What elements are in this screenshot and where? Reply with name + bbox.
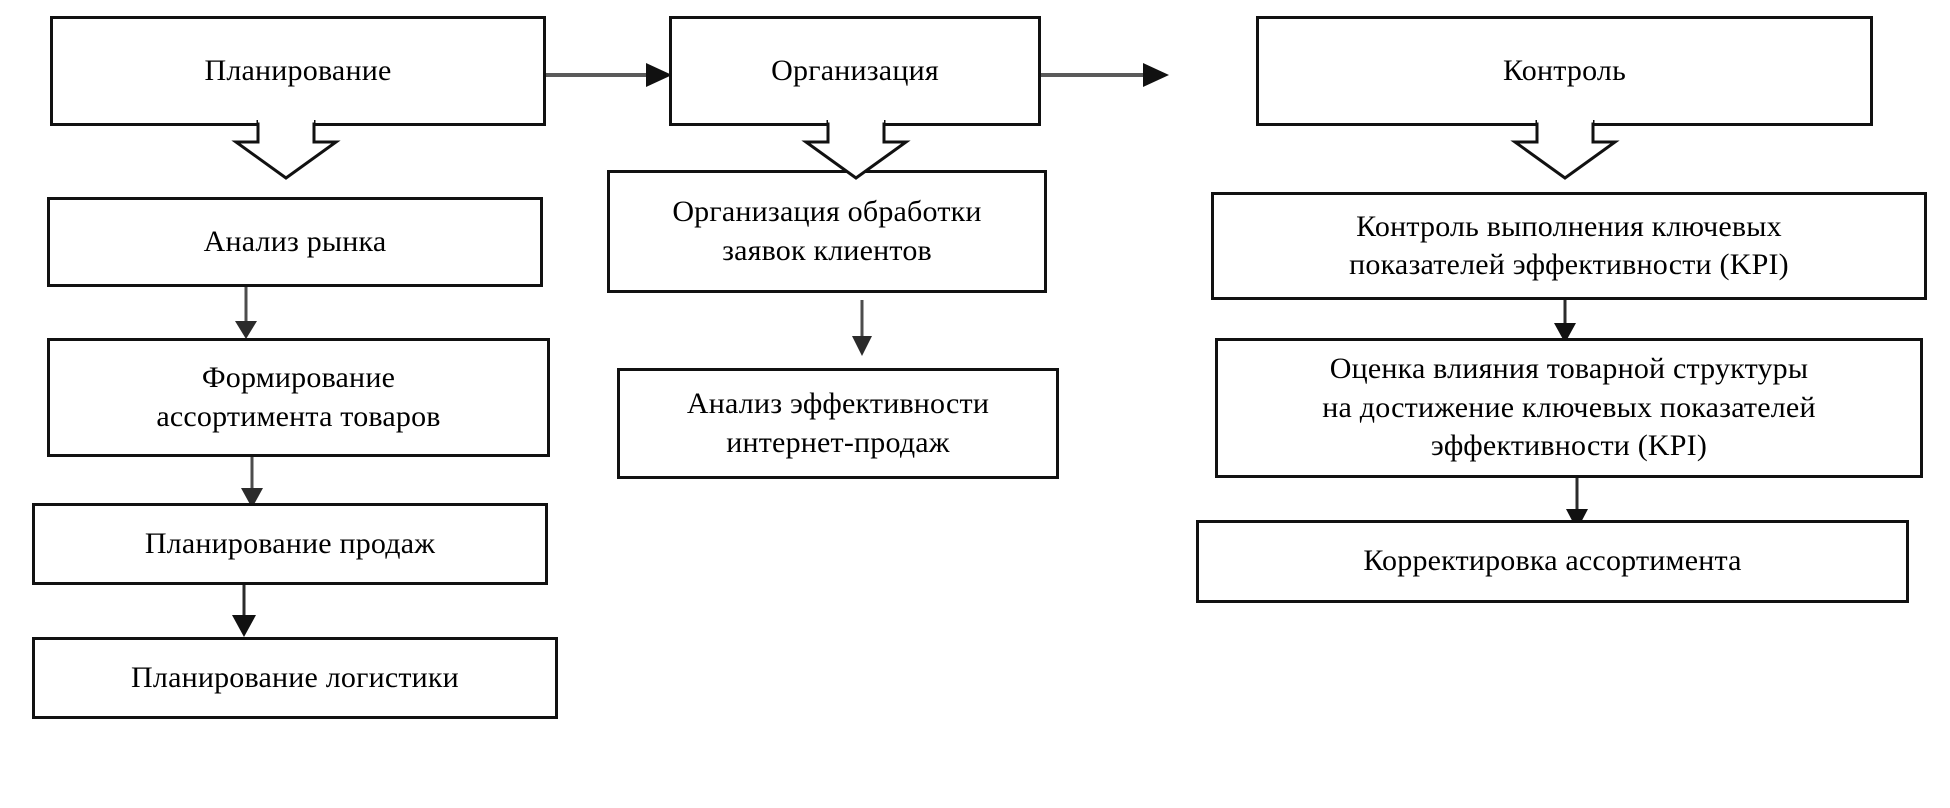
node-label: Анализ рынка	[203, 224, 387, 258]
node-label: Оценка влияния товарной структуры на дос…	[1322, 352, 1816, 463]
arrow-order-processing-to-efficiency	[845, 300, 881, 358]
block-arrow-planning-down	[228, 120, 344, 180]
node-label: Планирование	[204, 53, 392, 87]
arrow-organization-to-control	[1041, 58, 1171, 92]
arrow-impact-to-correction	[1560, 475, 1596, 533]
node-label: Организация	[771, 53, 939, 87]
block-arrow-control-down	[1507, 120, 1623, 180]
node-assortment-impact-assessment: Оценка влияния товарной структуры на дос…	[1215, 338, 1923, 478]
node-assortment-correction: Корректировка ассортимента	[1196, 520, 1909, 603]
node-label: Планирование логистики	[131, 660, 459, 694]
block-arrow-organization-down	[798, 120, 914, 180]
node-sales-planning: Планирование продаж	[32, 503, 548, 585]
node-order-processing: Организация обработки заявок клиентов	[607, 170, 1047, 293]
arrow-planning-to-organization	[546, 58, 674, 92]
arrow-market-analysis-to-assortment	[230, 283, 270, 341]
node-internet-sales-efficiency: Анализ эффективности интернет-продаж	[617, 368, 1059, 479]
arrow-sales-plan-to-logistics	[228, 581, 268, 639]
node-label: Корректировка ассортимента	[1363, 544, 1742, 578]
node-label: Организация обработки заявок клиентов	[672, 195, 982, 267]
arrow-kpi-control-to-impact	[1548, 297, 1584, 345]
node-organization-header: Организация	[669, 16, 1041, 126]
node-market-analysis: Анализ рынка	[47, 197, 543, 287]
node-label: Планирование продаж	[144, 526, 436, 560]
node-label: Формирование ассортимента товаров	[156, 361, 441, 433]
node-logistics-planning: Планирование логистики	[32, 637, 558, 719]
node-planning-header: Планирование	[50, 16, 546, 126]
node-assortment-formation: Формирование ассортимента товаров	[47, 338, 550, 457]
node-kpi-control: Контроль выполнения ключевых показателей…	[1211, 192, 1927, 300]
node-label: Контроль	[1503, 53, 1626, 87]
node-label: Контроль выполнения ключевых показателей…	[1349, 209, 1789, 281]
node-control-header: Контроль	[1256, 16, 1873, 126]
arrow-assortment-to-sales-plan	[236, 452, 276, 510]
node-label: Анализ эффективности интернет-продаж	[686, 387, 990, 459]
